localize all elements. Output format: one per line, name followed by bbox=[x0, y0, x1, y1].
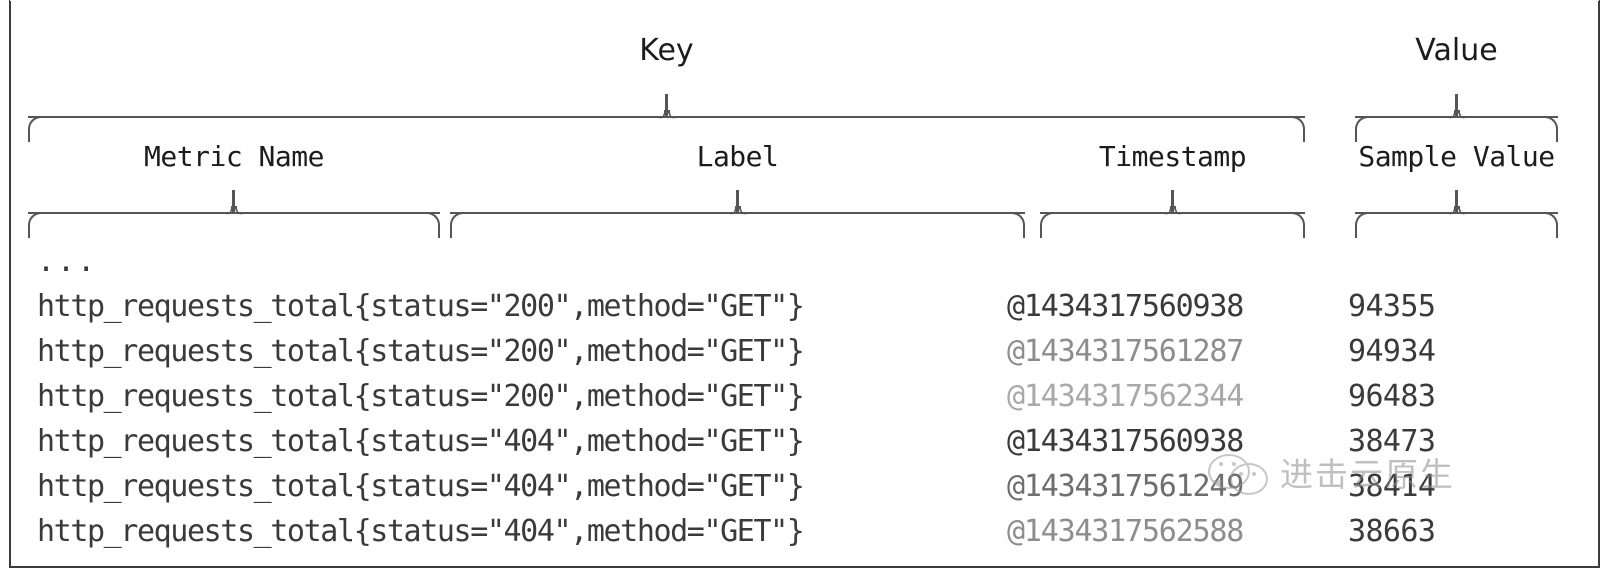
brace-end-left bbox=[1040, 212, 1054, 238]
brace-caption-timestamp: Timestamp bbox=[1098, 140, 1247, 173]
cell-metric: http_requests_total{status="200",method=… bbox=[37, 379, 805, 414]
brace-caption-sample-value: Sample Value bbox=[1358, 140, 1555, 173]
cell-sample-value: 94934 bbox=[1348, 334, 1436, 369]
brace-end-left bbox=[450, 212, 464, 238]
brace-value bbox=[1355, 94, 1558, 156]
cell-timestamp: @1434317561287 bbox=[1007, 334, 1244, 369]
table-row: http_requests_total{status="200",method=… bbox=[0, 330, 1620, 374]
brace-timestamp bbox=[1040, 190, 1305, 252]
ellipsis-row: ... bbox=[37, 244, 98, 279]
brace-caption-key: Key bbox=[639, 33, 694, 68]
cell-timestamp: @1434317562344 bbox=[1007, 379, 1244, 414]
brace-end-left bbox=[28, 116, 42, 142]
cell-metric: http_requests_total{status="200",method=… bbox=[37, 289, 805, 324]
brace-end-right bbox=[1291, 116, 1305, 142]
table-row: http_requests_total{status="404",method=… bbox=[0, 510, 1620, 554]
brace-key bbox=[28, 94, 1305, 156]
table-row: http_requests_total{status="404",method=… bbox=[0, 465, 1620, 509]
brace-end-right bbox=[1291, 212, 1305, 238]
table-row: http_requests_total{status="200",method=… bbox=[0, 285, 1620, 329]
brace-end-left bbox=[1355, 212, 1369, 238]
brace-stem bbox=[1170, 190, 1175, 215]
brace-end-left bbox=[1355, 116, 1369, 142]
cell-sample-value: 96483 bbox=[1348, 379, 1436, 414]
brace-stem bbox=[664, 94, 669, 119]
cell-sample-value: 38663 bbox=[1348, 514, 1436, 549]
cell-sample-value: 94355 bbox=[1348, 289, 1436, 324]
cell-metric: http_requests_total{status="200",method=… bbox=[37, 334, 805, 369]
cell-timestamp: @1434317560938 bbox=[1007, 289, 1244, 324]
brace-end-right bbox=[426, 212, 440, 238]
diagram-frame bbox=[9, 0, 1600, 568]
brace-end-right bbox=[1544, 212, 1558, 238]
brace-label bbox=[450, 190, 1025, 252]
cell-metric: http_requests_total{status="404",method=… bbox=[37, 424, 805, 459]
frame-top-notch bbox=[10, 0, 1599, 1]
brace-end-right bbox=[1011, 212, 1025, 238]
brace-caption-label: Label bbox=[696, 140, 779, 173]
cell-timestamp: @1434317562588 bbox=[1007, 514, 1244, 549]
brace-sample-value bbox=[1355, 190, 1558, 252]
brace-caption-value: Value bbox=[1415, 33, 1498, 68]
brace-metric-name bbox=[28, 190, 440, 252]
brace-stem bbox=[1454, 94, 1459, 119]
cell-metric: http_requests_total{status="404",method=… bbox=[37, 514, 805, 549]
brace-end-left bbox=[28, 212, 42, 238]
cell-metric: http_requests_total{status="404",method=… bbox=[37, 469, 805, 504]
brace-end-right bbox=[1544, 116, 1558, 142]
brace-stem bbox=[735, 190, 740, 215]
cell-sample-value: 38414 bbox=[1348, 469, 1436, 504]
cell-timestamp: @1434317561249 bbox=[1007, 469, 1244, 504]
cell-timestamp: @1434317560938 bbox=[1007, 424, 1244, 459]
table-row: http_requests_total{status="404",method=… bbox=[0, 420, 1620, 464]
cell-sample-value: 38473 bbox=[1348, 424, 1436, 459]
brace-stem bbox=[231, 190, 236, 215]
brace-caption-metric-name: Metric Name bbox=[144, 140, 324, 173]
brace-stem bbox=[1454, 190, 1459, 215]
table-row: http_requests_total{status="200",method=… bbox=[0, 375, 1620, 419]
